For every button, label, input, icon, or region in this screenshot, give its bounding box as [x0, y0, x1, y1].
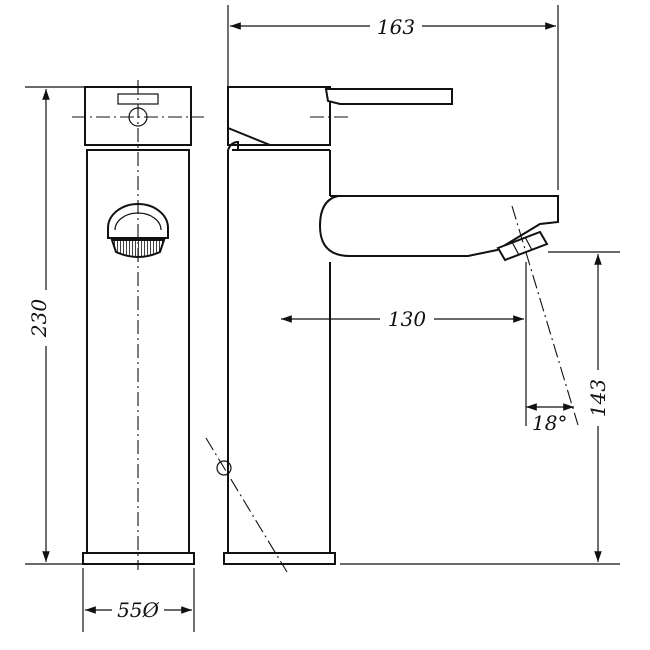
front-view	[72, 80, 204, 570]
dim-height-143: 143	[340, 251, 620, 565]
side-lever-handle	[324, 88, 453, 105]
dim-angle-18: 18°	[526, 403, 574, 435]
side-base-plate	[223, 552, 336, 565]
side-body-left	[227, 140, 239, 553]
mount-screw	[216, 460, 232, 476]
side-view	[205, 86, 579, 573]
dim-outlet-height-label: 143	[586, 379, 610, 417]
dim-diameter-label: 55Ø	[117, 598, 159, 622]
front-base-plate	[82, 552, 195, 565]
dim-angle-label: 18°	[532, 411, 567, 435]
spout-angle-centerline	[511, 205, 579, 426]
dim-width-label: 163	[377, 15, 415, 39]
side-cap	[227, 86, 331, 146]
dim-reach-label: 130	[388, 307, 426, 331]
dim-reach-130: 130	[281, 262, 527, 426]
side-cap-skirt	[227, 127, 330, 146]
spout-aerator-tip	[496, 230, 549, 262]
dim-height-label: 230	[27, 299, 51, 338]
dim-diameter-55: 55Ø	[82, 568, 195, 632]
spout	[318, 195, 559, 257]
mount-hole-centerline	[205, 437, 288, 573]
dim-height-230: 230	[25, 86, 85, 565]
dim-width-163: 163	[227, 5, 559, 190]
